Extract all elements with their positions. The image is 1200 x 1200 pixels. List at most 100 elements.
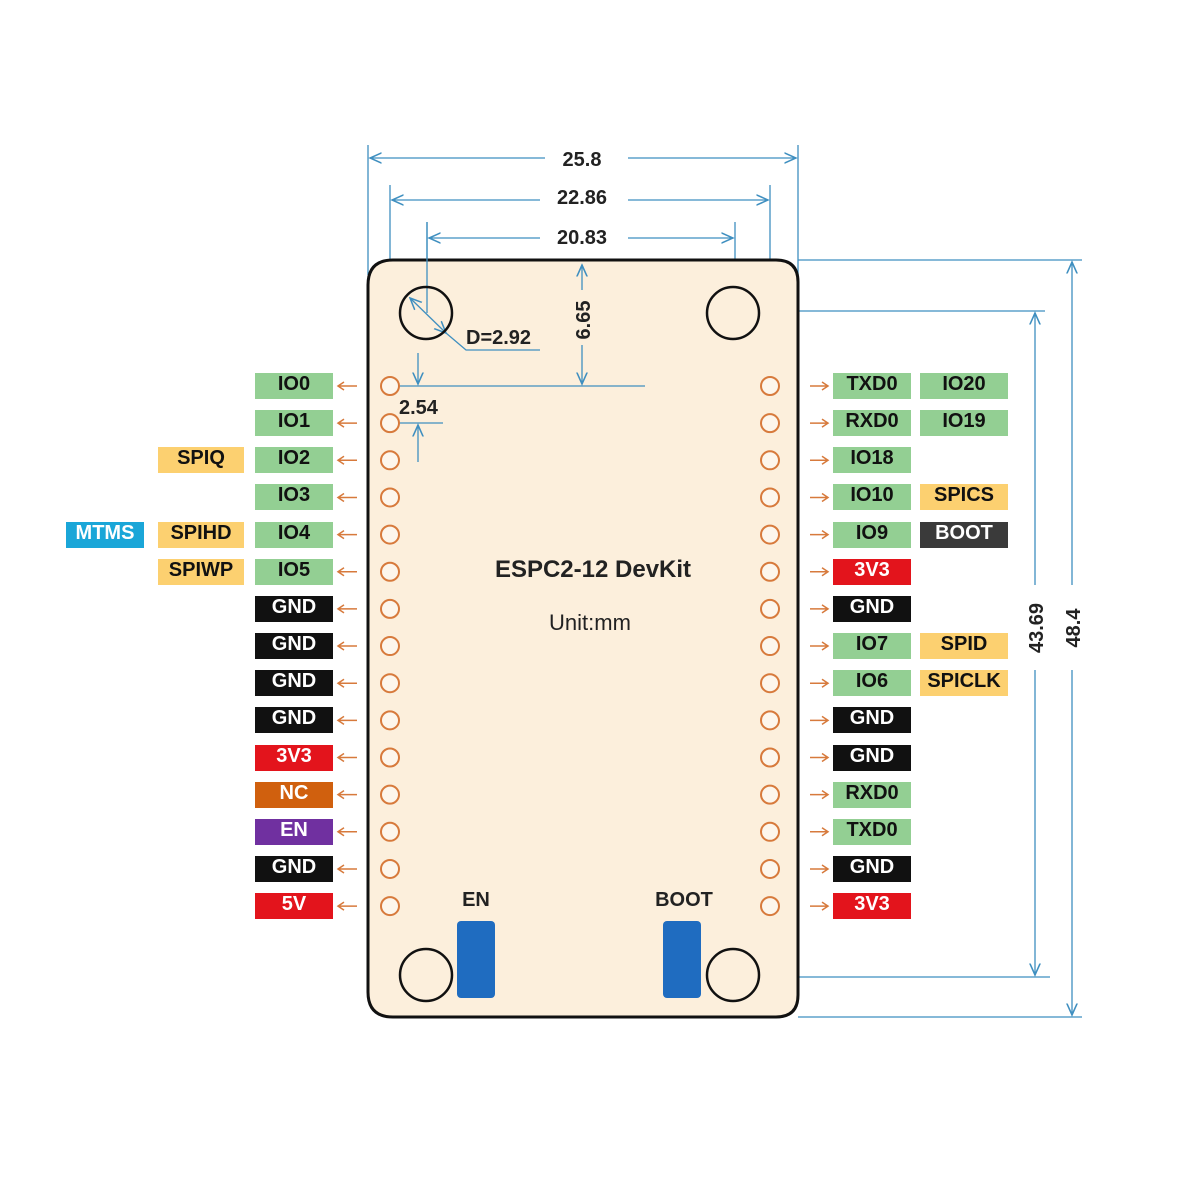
pin-pad	[380, 598, 400, 619]
boot-button[interactable]	[663, 921, 701, 998]
arrow-icon	[336, 715, 357, 725]
arrow-icon	[810, 790, 830, 800]
pin-pad	[760, 710, 780, 731]
right-pin-label-txd0: TXD0	[833, 818, 911, 845]
pin-pad	[760, 896, 780, 917]
pin-pad	[380, 784, 400, 805]
pin-pad	[380, 450, 400, 471]
mounting-holes	[398, 285, 761, 1003]
pin-pad	[380, 821, 400, 842]
arrow-icon	[336, 678, 357, 688]
pin-headers	[336, 376, 830, 917]
arrow-icon	[336, 381, 357, 391]
pin-pad	[760, 858, 780, 879]
right-pin-label-boot: BOOT	[920, 521, 1008, 548]
right-pin-label-gnd: GND	[833, 707, 911, 734]
right-pin-label-3v3: 3V3	[833, 893, 911, 920]
right-pin-label-io19: IO19	[920, 410, 1008, 437]
pin-pad	[380, 858, 400, 879]
pin-pad	[760, 673, 780, 694]
arrow-icon	[336, 752, 357, 763]
pin-pad	[380, 636, 400, 657]
left-pin-label-gnd: GND	[255, 595, 333, 622]
arrow-icon	[810, 567, 830, 577]
arrow-icon	[336, 901, 357, 911]
en-button-label: EN	[462, 889, 490, 911]
arrow-icon	[810, 752, 830, 763]
pin-pad	[380, 413, 400, 434]
dim-pin-row-spacing: 22.86	[557, 187, 607, 209]
pin-pad	[380, 561, 400, 582]
pin-pad	[760, 561, 780, 582]
pin-pad	[760, 636, 780, 657]
boot-button-label: BOOT	[655, 889, 713, 911]
arrow-icon	[810, 455, 830, 465]
board-outline	[366, 258, 800, 1019]
pin-pad	[760, 376, 780, 396]
left-pin-label-io4: IO4	[255, 521, 333, 548]
pin-pad	[760, 524, 780, 545]
en-button[interactable]	[457, 921, 495, 998]
left-pin-label-io5: IO5	[255, 558, 333, 585]
left-pin-label-io1: IO1	[255, 410, 333, 437]
board-title: ESPC2-12 DevKit	[495, 556, 691, 583]
pin-pad	[380, 487, 400, 508]
pin-pad	[760, 450, 780, 471]
pin-pad	[380, 376, 400, 396]
arrow-icon	[810, 381, 830, 391]
dim-pin-pitch: 2.54	[399, 397, 439, 419]
left-pin-label-gnd: GND	[255, 670, 333, 697]
pin-pad	[380, 710, 400, 731]
right-pin-label-gnd: GND	[833, 595, 911, 622]
pin-pad	[760, 784, 780, 805]
left-pin-label-io0: IO0	[255, 373, 333, 399]
dim-hole-diameter: D=2.92	[466, 327, 531, 349]
left-pin-label-nc: NC	[255, 781, 333, 808]
right-pin-label-gnd: GND	[833, 744, 911, 771]
pin-pad	[380, 673, 400, 694]
unit-label: Unit:mm	[549, 610, 631, 635]
right-pin-label-io18: IO18	[833, 447, 911, 474]
dim-overall-height: 48.4	[1063, 608, 1085, 648]
right-pin-label-spics: SPICS	[920, 484, 1008, 511]
dim-hole-spacing-y: 43.69	[1026, 603, 1048, 653]
left-pin-label-mtms: MTMS	[66, 521, 144, 548]
pin-pad	[760, 413, 780, 434]
arrow-icon	[336, 418, 357, 428]
right-pin-label-spiclk: SPICLK	[920, 670, 1008, 697]
left-pin-label-spiwp: SPIWP	[158, 558, 244, 585]
right-pin-label-rxd0: RXD0	[833, 410, 911, 437]
arrow-icon	[336, 827, 357, 837]
right-pin-label-rxd0: RXD0	[833, 781, 911, 808]
dimension-lines	[367, 145, 1082, 1018]
pin-pad	[760, 747, 780, 768]
arrow-icon	[810, 678, 830, 688]
right-pin-label-spid: SPID	[920, 633, 1008, 660]
right-pin-label-txd0: TXD0	[833, 373, 911, 399]
arrow-icon	[810, 827, 830, 837]
arrow-icon	[336, 604, 357, 614]
pin-pad	[380, 747, 400, 768]
right-pin-label-io7: IO7	[833, 633, 911, 660]
right-pin-label-gnd: GND	[833, 855, 911, 882]
dim-hole-spacing-x: 20.83	[557, 227, 607, 249]
left-pin-label-gnd: GND	[255, 633, 333, 660]
arrow-icon	[810, 604, 830, 614]
arrow-icon	[336, 529, 357, 540]
arrow-icon	[810, 492, 830, 503]
left-pin-label-io2: IO2	[255, 447, 333, 474]
left-pin-label-3v3: 3V3	[255, 744, 333, 771]
dim-top-offset: 6.65	[573, 301, 595, 340]
arrow-icon	[336, 492, 357, 503]
board-dimension-lines	[392, 222, 645, 462]
pin-pad	[760, 487, 780, 508]
dim-overall-width: 25.8	[563, 149, 602, 171]
right-pin-label-io10: IO10	[833, 484, 911, 511]
left-pin-label-gnd: GND	[255, 855, 333, 882]
pin-pad	[760, 821, 780, 842]
arrow-icon	[810, 529, 830, 540]
arrow-icon	[810, 864, 830, 874]
arrow-icon	[336, 641, 357, 651]
arrow-icon	[810, 901, 830, 911]
